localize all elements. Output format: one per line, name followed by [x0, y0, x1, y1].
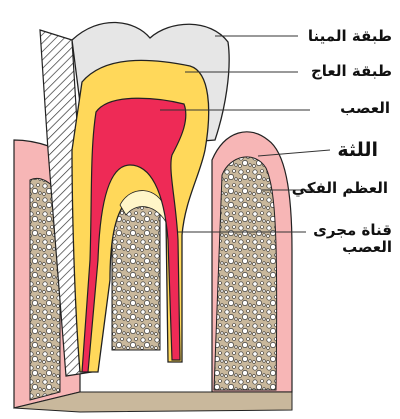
label-enamel: طبقة المينا — [307, 27, 392, 45]
label-gum: اللثة — [337, 139, 378, 161]
label-dentin: طبقة العاج — [310, 62, 392, 80]
pulp-shape — [81, 97, 187, 373]
bone-right-shape — [213, 156, 278, 391]
label-root-canal: قناة مجرى العصب — [313, 221, 392, 257]
label-jaw-bone: العظم الفكي — [291, 179, 388, 197]
jaw-base-shape — [13, 391, 293, 413]
leader-lines — [160, 35, 331, 233]
bone-middle-shape — [111, 197, 161, 351]
label-pulp: العصب — [340, 99, 390, 117]
